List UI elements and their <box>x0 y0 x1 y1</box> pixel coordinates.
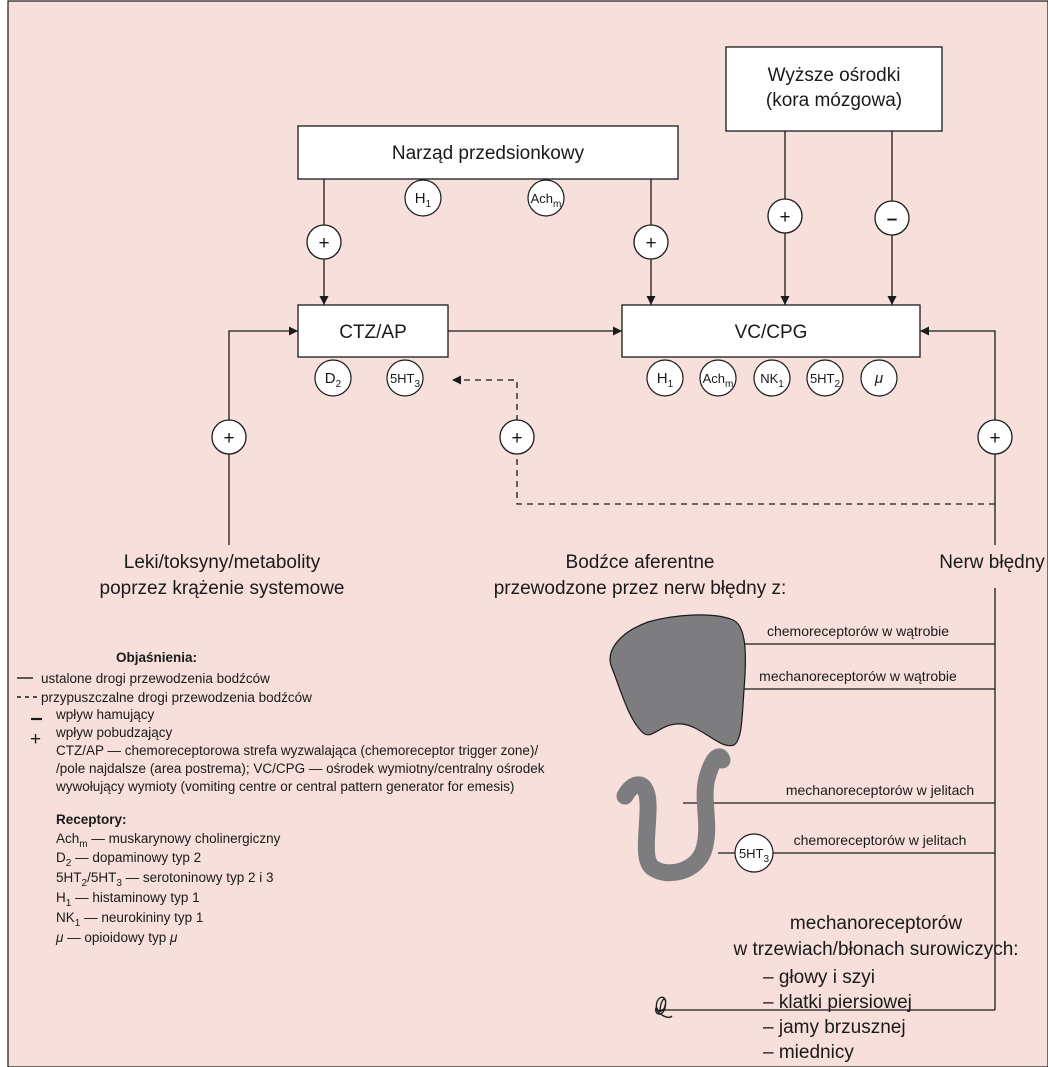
legend-definition: wywołujący wymioty (vomiting centre or c… <box>55 779 514 794</box>
visceral-nerve-line <box>655 996 995 1018</box>
minus-sign: – <box>887 209 898 230</box>
drugs-label-1: Leki/toksyny/metabolity <box>124 552 321 573</box>
plus-circle-dashed <box>499 419 535 455</box>
line-vagus-vc <box>920 326 996 545</box>
vestibular-label: Narząd przedsionkowy <box>392 143 585 164</box>
receptor-label: NK1 <box>760 371 784 390</box>
receptor-label: 5HT3 <box>739 846 770 865</box>
legend-inhibit-label: wpływ hamujący <box>55 707 155 722</box>
visceral-label-2: w trzewiach/błonach surowiczych: <box>732 939 1018 960</box>
ctz-box: CTZ/AP <box>297 304 449 358</box>
receptor-label: H1 <box>415 190 432 210</box>
legend-receptors-title: Receptory: <box>56 812 127 827</box>
visceral-item: – jamy brzusznej <box>763 1017 906 1038</box>
receptor-h1-vestibular <box>404 179 442 217</box>
ctz-label: CTZ/AP <box>339 322 407 343</box>
vestibular-box: Narząd przedsionkowy <box>297 125 679 180</box>
legend: Objaśnienia: ustalone drogi przewodzenia… <box>17 650 545 945</box>
afferent-label-1: Bodźce aferentne <box>566 552 715 573</box>
plus-sign: + <box>779 207 790 228</box>
receptor-achm-vestibular <box>527 179 565 217</box>
receptor-5ht3-gut <box>734 833 774 873</box>
legend-receptor-d2: D2 — dopaminowy typ 2 <box>56 850 201 869</box>
receptor-label: H1 <box>657 370 674 390</box>
higher-centres-box: Wyższe ośrodki (kora mózgowa) <box>725 46 943 132</box>
legend-definition: CTZ/AP — chemoreceptorowa strefa wyzwala… <box>56 743 538 758</box>
branch-label-mechano-liver: mechanoreceptorów w wątrobie <box>759 668 957 684</box>
plus-sign: + <box>318 233 329 254</box>
receptor-label: Achm <box>703 371 734 390</box>
receptor-h1-vc <box>646 359 684 397</box>
legend-receptor-nk1: NK1 — neurokininy typ 1 <box>56 910 203 929</box>
vc-box: VC/CPG <box>621 304 921 358</box>
legend-excite-label: wpływ pobudzający <box>55 725 173 740</box>
receptor-5ht3-ctz <box>386 359 424 397</box>
receptor-achm-vc <box>699 359 737 397</box>
higher-centres-label-2: (kora mózgowa) <box>766 90 902 111</box>
plus-sign: + <box>223 428 234 449</box>
visceral-item: – miednicy <box>763 1042 854 1063</box>
intestine-shape <box>616 748 731 882</box>
liver-shape <box>609 614 746 747</box>
receptor-mu-vc <box>860 359 898 397</box>
plus-circle-higher-vc <box>767 198 803 234</box>
vagus-label: Nerw błędny <box>939 552 1045 573</box>
legend-receptor-mu: μ — opioidowy typ μ <box>55 930 178 945</box>
receptor-label: 5HT3 <box>390 371 421 390</box>
legend-dashed-label: przypuszczalne drogi przewodzenia bodźcó… <box>41 690 312 705</box>
plus-circle-vagus <box>977 419 1013 455</box>
drugs-label-2: poprzez krążenie systemowe <box>100 578 345 599</box>
legend-receptor-5ht: 5HT2/5HT3 — serotoninowy typ 2 i 3 <box>56 870 273 889</box>
receptor-label: μ <box>874 370 883 387</box>
receptor-label: Achm <box>531 191 562 210</box>
legend-excite-sample: + <box>30 729 41 750</box>
legend-solid-label: ustalone drogi przewodzenia bodźców <box>41 671 270 686</box>
plus-sign: + <box>989 428 1000 449</box>
receptor-nk1-vc <box>753 359 791 397</box>
plus-circle-drugs <box>211 419 247 455</box>
plus-sign: + <box>511 428 522 449</box>
minus-circle-higher-vc <box>874 200 910 236</box>
receptor-label: 5HT2 <box>810 371 841 390</box>
line-drugs-ctz <box>228 326 298 545</box>
plus-circle-vest-vc <box>633 224 669 260</box>
receptor-5ht2-vc <box>806 359 844 397</box>
higher-centres-label-1: Wyższe ośrodki <box>768 65 901 86</box>
visceral-item: – klatki piersiowej <box>763 992 912 1013</box>
branch-label-chemo-liver: chemoreceptorów w wątrobie <box>767 623 949 639</box>
legend-receptor-ach: Achm — muskarynowy cholinergiczny <box>56 831 281 850</box>
receptor-d2-ctz <box>314 359 352 397</box>
legend-title: Objaśnienia: <box>116 650 197 665</box>
branch-label-mechano-gut: mechanoreceptorów w jelitach <box>786 782 974 798</box>
branch-label-chemo-gut: chemoreceptorów w jelitach <box>794 832 967 848</box>
visceral-label-1: mechanoreceptorów <box>790 913 962 934</box>
visceral-item: – głowy i szyi <box>763 967 875 988</box>
legend-receptor-h1: H1 — histaminowy typ 1 <box>56 890 200 909</box>
afferent-label-2: przewodzone przez nerw błędny z: <box>494 578 787 599</box>
vc-label: VC/CPG <box>735 322 808 343</box>
plus-sign: + <box>645 233 656 254</box>
receptor-label: D2 <box>325 370 342 390</box>
plus-circle-vest-ctz <box>306 224 342 260</box>
legend-definition: /pole najdalsze (area postrema); VC/CPG … <box>56 761 545 776</box>
